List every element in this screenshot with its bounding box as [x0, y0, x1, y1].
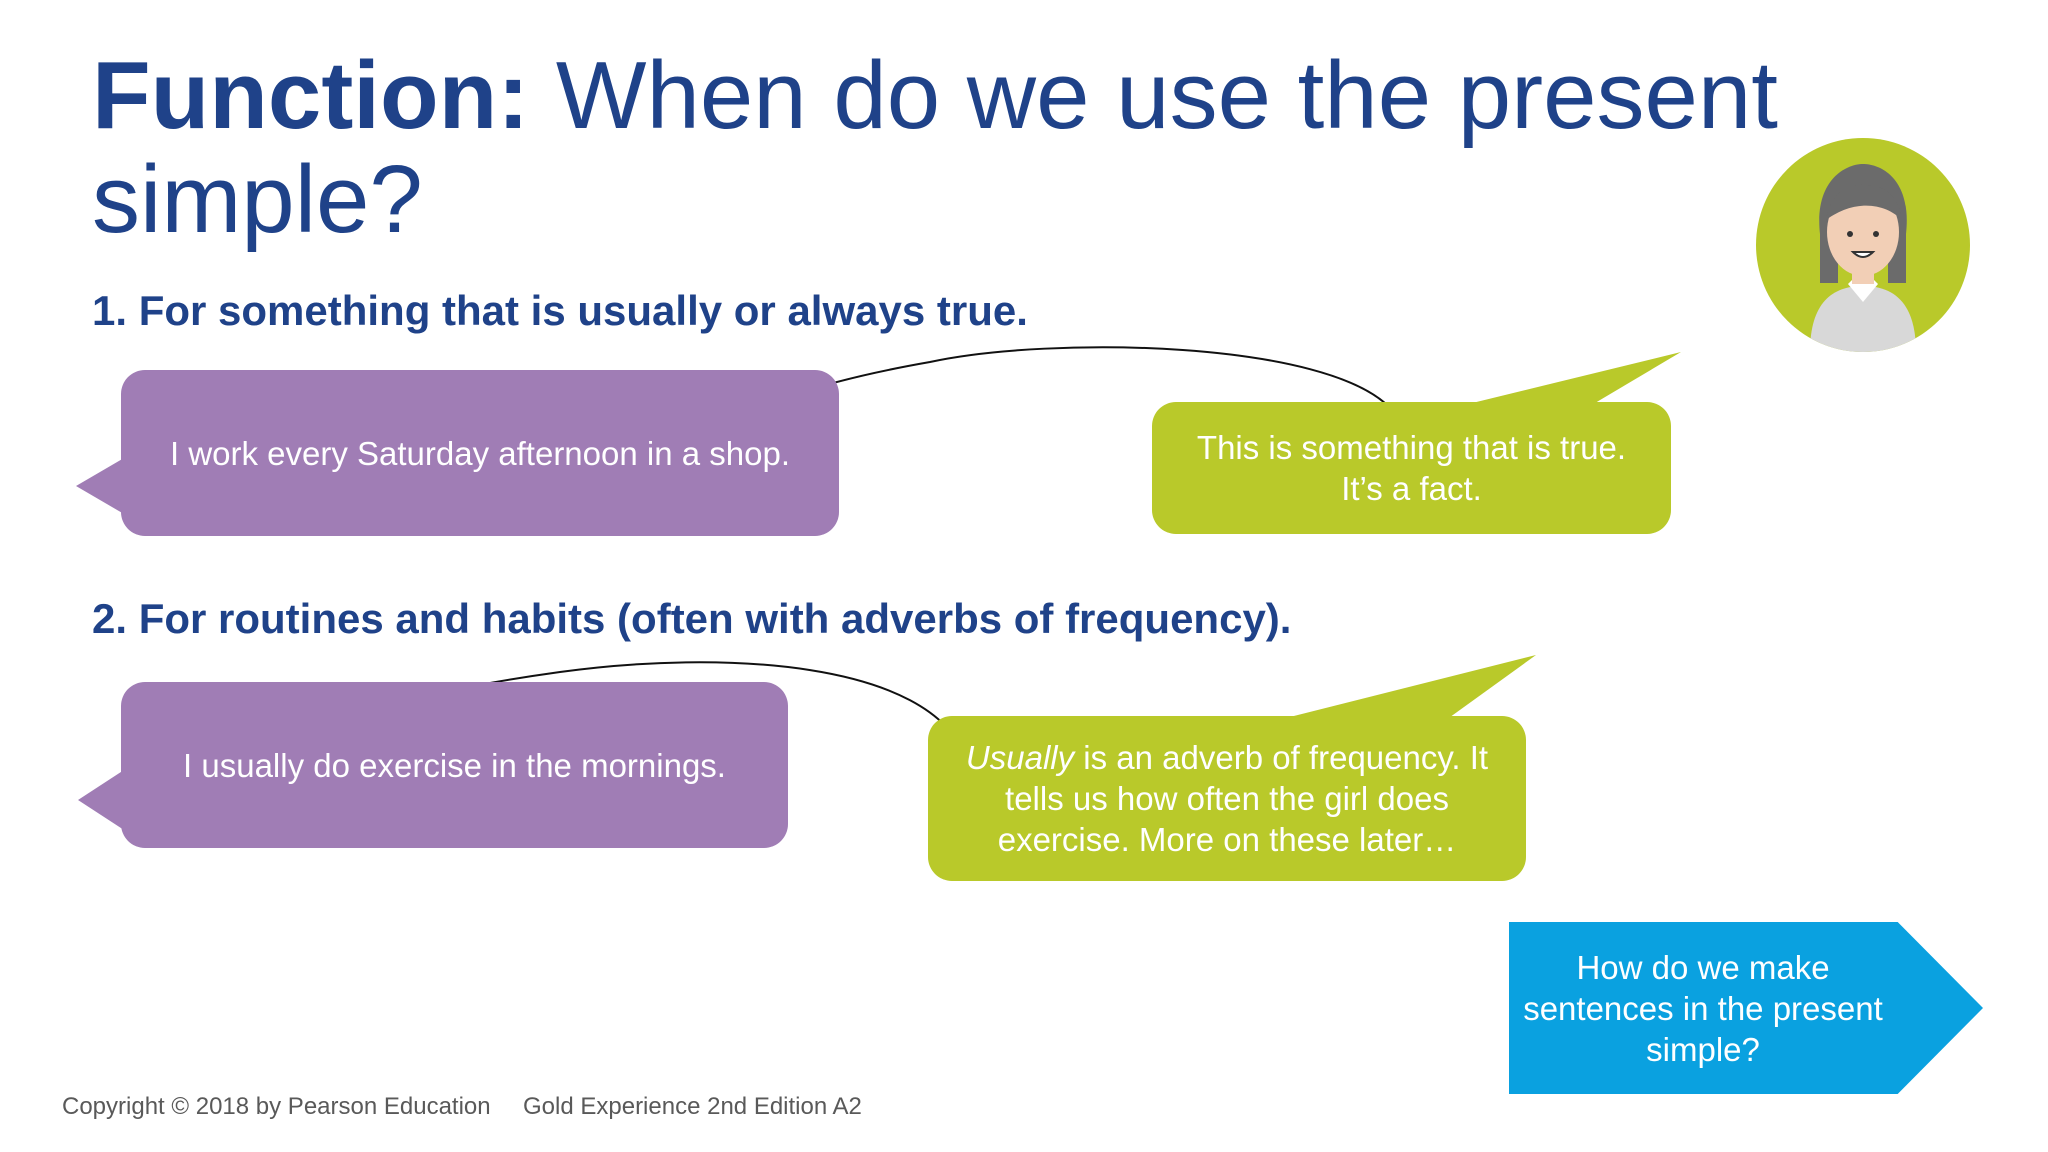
title-rest: When do we use the present simple?	[92, 42, 1778, 253]
page-title: Function: When do we use the present sim…	[92, 44, 1792, 252]
example-bubble-1-text: I work every Saturday afternoon in a sho…	[169, 434, 790, 472]
explanation-bubble-2-text: Usually is an adverb of frequency. It te…	[950, 737, 1504, 860]
point-2: 2. For routines and habits (often with a…	[92, 595, 1292, 642]
next-slide-button[interactable]: How do we make sentences in the present …	[1509, 922, 1983, 1094]
point-1: 1. For something that is usually or alwa…	[92, 287, 1028, 334]
footer-copyright: Copyright © 2018 by Pearson Education	[62, 1093, 491, 1120]
girl-avatar-icon	[1756, 138, 1970, 352]
bubble1-tail	[76, 458, 124, 514]
bubble4-tail	[1278, 655, 1536, 720]
title-bold: Function:	[92, 42, 530, 149]
explanation-bubble-1-text: This is something that is true. It’s a f…	[1196, 429, 1627, 507]
adverb-emphasis: Usually	[965, 739, 1075, 776]
footer-edition: Gold Experience 2nd Edition A2	[523, 1093, 862, 1120]
bubble3-tail	[78, 770, 124, 830]
explanation-bubble-2: Usually is an adverb of frequency. It te…	[928, 716, 1526, 881]
example-bubble-2: I usually do exercise in the mornings.	[121, 682, 788, 848]
next-slide-button-label: How do we make sentences in the present …	[1523, 948, 1883, 1068]
example-bubble-2-text: I usually do exercise in the mornings.	[183, 746, 726, 784]
explanation-bubble-1: This is something that is true. It’s a f…	[1152, 402, 1671, 534]
explanation-bubble-2-rest: is an adverb of frequency. It tells us h…	[997, 739, 1489, 858]
bubble2-tail	[1460, 352, 1681, 406]
example-bubble-1: I work every Saturday afternoon in a sho…	[121, 370, 839, 536]
